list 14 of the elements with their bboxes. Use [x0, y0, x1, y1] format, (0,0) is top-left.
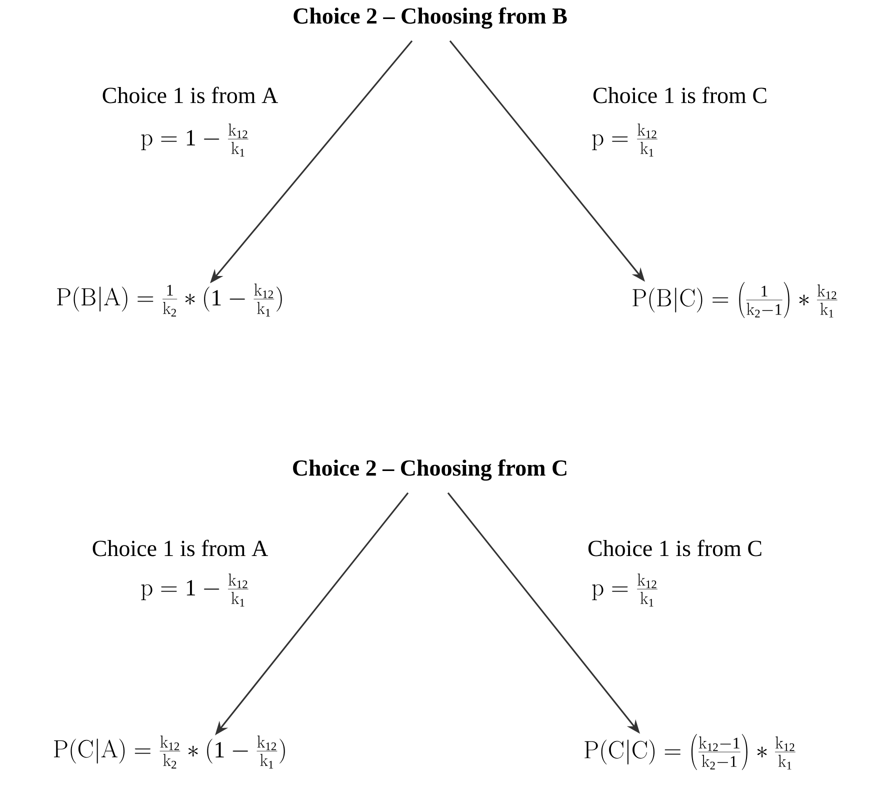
- probability-formula: $\mathrm{P(C|C)} = \left(\frac{\mathrm{k}_{12} - 1}{\mathrm{k}_2 - 1}\right) \ast \frac{\mathrm{k}_{12}}{\mathrm{k}_1}$: [584, 734, 796, 770]
- probability-formula: $\mathrm{p} = \frac{\mathrm{k}_{12}}{\mathrm{k}_1}$: [592, 574, 658, 606]
- probability-formula: $\mathrm{P(C|A)} = \frac{\mathrm{k}_{12}}{\mathrm{k}_2} \ast (1 - \frac{\mathrm{k}_{12}}{\mathrm{k}_1})$: [54, 736, 285, 768]
- edge-label: Choice 1 is from C: [593, 86, 766, 104]
- probability-formula: $\mathrm{P(B|A)} = \frac{1}{\mathrm{k}_2} \ast (1 - \frac{\mathrm{k}_{12}}{\mathrm{k}_1})$: [57, 284, 282, 316]
- edge-label: Choice 1 is from A: [92, 540, 268, 556]
- probability-formula: $\mathrm{P(B|C)} = \left(\frac{1}{\mathrm{k}_2 - 1}\right) \ast \frac{\mathrm{k}_{12}}{\mathrm{k}_1}$: [632, 282, 838, 318]
- probability-formula: $\mathrm{p} = \frac{\mathrm{k}_{12}}{\mathrm{k}_1}$: [592, 124, 658, 156]
- probability-formula: $\mathrm{p} = 1 - \frac{\mathrm{k}_{12}}{\mathrm{k}_1}$: [141, 574, 248, 606]
- probability-formula: $\mathrm{p} = 1 - \frac{\mathrm{k}_{12}}{\mathrm{k}_1}$: [141, 124, 248, 156]
- edge-label: Choice 1 is from A: [102, 86, 278, 104]
- heading: Choice 2 – Choosing from C: [293, 459, 566, 481]
- heading: Choice 2 – Choosing from B: [294, 7, 567, 29]
- edge-label: Choice 1 is from C: [588, 540, 762, 556]
